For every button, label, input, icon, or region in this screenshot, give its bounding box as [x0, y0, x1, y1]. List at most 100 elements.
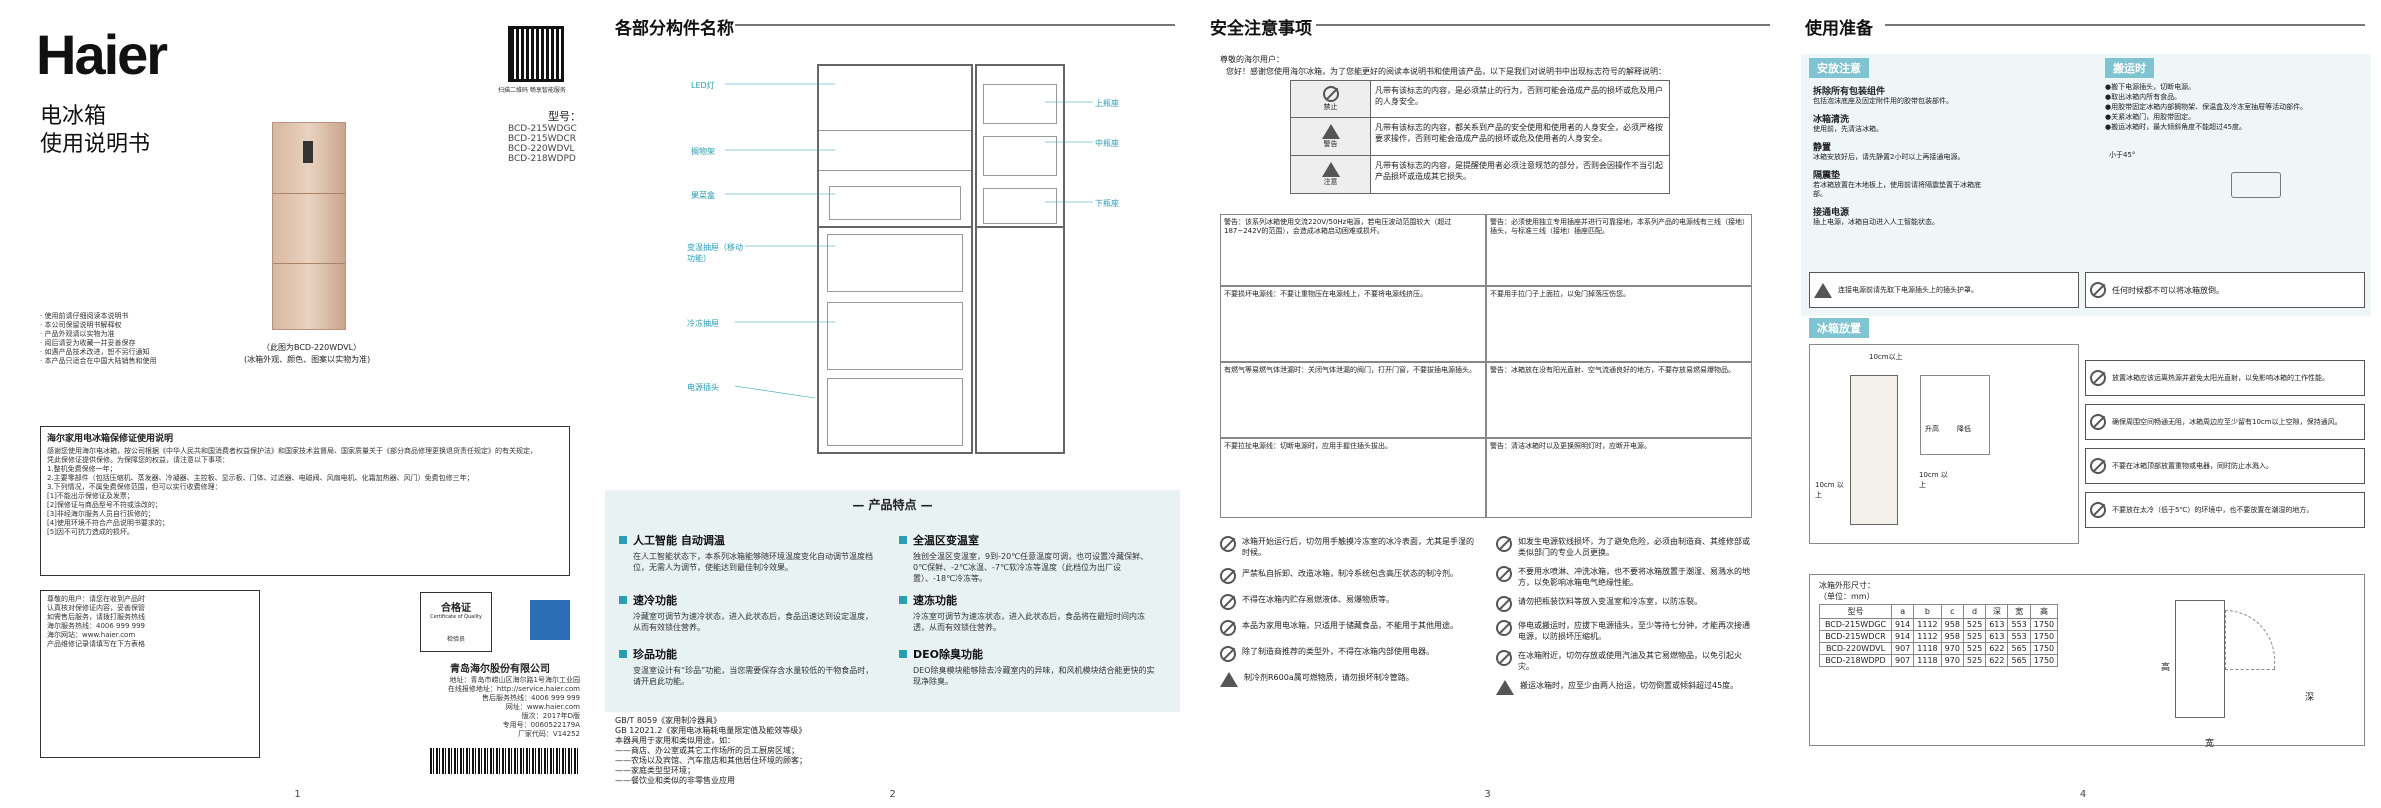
service-line: 认真核对保修证内容，妥善保管 — [47, 604, 145, 612]
place-tag: 冰箱放置 — [1809, 318, 1869, 338]
feature-body: 冷藏室可调节为速冷状态，进入此状态后，食品迅速达到设定温度，从而有效锁住营养。 — [633, 612, 873, 632]
label-top-bottle-rack: 上瓶座 — [1095, 99, 1119, 108]
warning-icon — [1220, 672, 1238, 687]
note-item: · 本产品只适合在中国大陆销售和使用 — [40, 357, 157, 365]
prohibit-icon — [1496, 650, 1512, 666]
gap-top-label: 10cm以上 — [1869, 353, 1903, 361]
symbol-text: 凡带有该标志的内容，都关系到产品的安全使用和使用者的人身安全，必须严格按要求操作… — [1375, 123, 1663, 143]
warranty-line: 凭此保修证提供保修。为保障您的权益，请注意以下事项： — [47, 456, 229, 464]
notice-box-right: 任何时候都不可以将冰箱放倒。 — [2085, 272, 2365, 308]
fridge-door-diagram — [975, 64, 1065, 454]
feature-treasure: 珍品功能 变温室设计有“珍品”功能，当您需要保存含水量较低的干物食品时，请开启此… — [619, 646, 879, 687]
usage-line: ——农场以及宾馆、汽车旅店和其他居住环境的顾客； — [615, 756, 807, 765]
prohibit-item: 严禁私自拆卸、改造冰箱，制冷系统包含高压状态的制冷剂。 — [1242, 569, 1458, 578]
place-warning-text: 不要在冰箱顶部放置重物或电器，同时防止水溅入。 — [2112, 461, 2273, 470]
warning-cell: 警告：冰箱放在没有阳光直射、空气流通良好的地方，不要存放易燃易爆物品。 — [1486, 362, 1752, 438]
install-item-body: 若冰箱放置在木地板上，使用前请将隔震垫置于冰箱底部。 — [1813, 181, 1981, 198]
doc-title-2: 使用说明书 — [40, 132, 151, 157]
company-name: 青岛海尔股份有限公司 — [450, 664, 550, 675]
note-item: · 使用前请仔细阅读本说明书 — [40, 312, 129, 320]
warranty-line: 2.主要零部件（包括压缩机、蒸发器、冷凝器、主控板、显示板、门体、过滤器、电磁阀… — [47, 474, 474, 482]
dimension-section — [1809, 574, 2365, 746]
feature-title: 速冷功能 — [619, 592, 879, 608]
install-item-title: 接通电源 — [1813, 208, 1850, 218]
feature-title: DEO除臭功能 — [899, 646, 1159, 662]
diagram-leader-lines — [725, 83, 1093, 399]
warning-cell: 有燃气等易燃气体泄漏时：关闭气体泄漏的阀门，打开门窗，不要拔插电源插头。 — [1220, 362, 1486, 438]
notice-text: 任何时候都不可以将冰箱放倒。 — [2112, 285, 2224, 295]
column-header: 宽 — [2007, 604, 2031, 619]
prohibit-item: 不要用水喷淋、冲洗冰箱，也不要将冰箱放置于潮湿、易溅水的地方，以免影响冰箱电气绝… — [1518, 567, 1750, 587]
prohibit-item: 搬运冰箱时，应至少由两人抬运，切勿倒置或倾斜超过45度。 — [1520, 681, 1739, 690]
notice-text: 连接电源前请先取下电源插头上的插头护罩。 — [1838, 285, 1978, 294]
notice-box-left: 连接电源前请先取下电源插头上的插头护罩。 — [1809, 272, 2079, 308]
symbol-name: 警告 — [1323, 140, 1338, 148]
features-heading: — 产品特点 — — [852, 498, 933, 512]
service-line: 海尔服务热线：4006 999 999 — [47, 622, 145, 630]
brand-logo: Haier — [36, 23, 168, 86]
feature-body: 在人工智能状态下，本系列冰箱能够随环境温度变化自动调节温度档位，无需人为调节，使… — [633, 552, 873, 572]
prohibit-icon — [1220, 646, 1236, 662]
place-warning: 不要在冰箱顶部放置重物或电器，同时防止水溅入。 — [2085, 448, 2365, 484]
prohibit-item: 停电或搬运时，应拔下电源插头，至少等待七分钟，才能再次接通电源，以防损坏压缩机。 — [1518, 621, 1750, 641]
prohibit-icon — [2090, 502, 2106, 518]
prohibit-item: 本品为家用电冰箱，只适用于储藏食品，不能用于其他用途。 — [1242, 621, 1458, 630]
intro: 您好！感谢您使用海尔冰箱，为了您能更好的阅读本说明书和使用该产品，以下是我们对说… — [1226, 67, 1666, 76]
note-item: · 如遇产品技术改进，恕不另行通知 — [40, 348, 150, 356]
dimension-depth-label: 深 — [2305, 693, 2315, 703]
move-item: ●用胶带固定冰箱内部搁物架、保温盒及冷冻室抽屉等活动部件。 — [2105, 103, 2308, 111]
standard-line: GB/T 8059《家用制冷器具》 — [615, 716, 722, 725]
feature-title: 珍品功能 — [619, 646, 879, 662]
qr-code — [508, 26, 564, 82]
company-line: 厂家代码：V14252 — [517, 730, 580, 738]
place-warning: 放置冰箱应该远离热源并避免太阳光直射，以免影响冰箱的工作性能。 — [2085, 360, 2365, 396]
feature-body: 冷冻室可调节为速冻状态，进入此状态后，食品将在最短时间内冻透，从而有效锁住营养。 — [913, 612, 1145, 632]
page-2: 各部分构件名称 LED灯 搁物架 果菜盒 变温抽屉（移动功能） 冷冻抽屉 电源插… — [595, 0, 1190, 808]
symbol-text: 凡带有该标志的内容，是必须禁止的行为，否则可能会造成产品的损坏或危及用户的人身安… — [1375, 86, 1663, 106]
place-warning: 确保周围空间畅通无阻，冰箱周边应至少留有10cm以上空隙，保持通风。 — [2085, 404, 2365, 440]
label-crisper: 果菜盒 — [691, 191, 715, 200]
warranty-box: 海尔家用电冰箱保修证使用说明 感谢您使用海尔电冰箱，按公司根据《中华人民共和国消… — [40, 426, 570, 576]
symbol-table: 禁止 凡带有该标志的内容，是必须禁止的行为，否则可能会造成产品的损坏或危及用户的… — [1290, 80, 1670, 194]
dimension-unit: （单位：mm） — [1819, 592, 1875, 601]
model-item: BCD-218WDPD — [508, 154, 576, 164]
certificate-title: 合格证 — [441, 603, 471, 614]
symbol-name: 禁止 — [1323, 103, 1338, 111]
prohibit-icon — [1220, 536, 1236, 552]
qr-caption: 扫描二维码 畅享智能服务 — [498, 87, 566, 94]
label-bottom-bottle-rack: 下瓶座 — [1095, 199, 1119, 208]
gap-left-label: 10cm 以上 — [1815, 481, 1844, 499]
feature-ai: 人工智能 自动调温 在人工智能状态下，本系列冰箱能够随环境温度变化自动调节温度档… — [619, 532, 879, 573]
feature-fast-freeze: 速冻功能 冷冻室可调节为速冻状态，进入此状态后，食品将在最短时间内冻透，从而有效… — [899, 592, 1159, 633]
place-warning: 不要放在太冷（低于5℃）的环境中，也不要放置在潮湿的地方。 — [2085, 492, 2365, 528]
note-item: · 阅后请妥为收藏一并妥善保存 — [40, 339, 136, 347]
feature-title: 速冻功能 — [899, 592, 1159, 608]
service-line: 如需售后服务，请拨打服务热线 — [47, 613, 145, 621]
warning-icon — [1496, 680, 1514, 695]
label-variable-drawer: 变温抽屉（移动功能） — [687, 243, 743, 263]
page-number: 4 — [2079, 789, 2087, 800]
place-warning-text: 不要放在太冷（低于5℃）的环境中，也不要放置在潮湿的地方。 — [2112, 505, 2314, 514]
page-number: 1 — [294, 789, 301, 800]
symbol-row: 警告 凡带有该标志的内容，都关系到产品的安全使用和使用者的人身安全，必须严格按要… — [1290, 118, 1670, 156]
prohibit-icon — [1220, 594, 1236, 610]
warranty-line: 1.整机免费保修一年； — [47, 465, 117, 473]
move-item: ●搬下电源插头，切断电源。 — [2105, 83, 2196, 91]
prohibit-item: 制冷剂R600a属可燃物质，请勿损坏制冷管路。 — [1244, 673, 1414, 682]
install-item-title: 冰箱清洗 — [1813, 115, 1850, 125]
install-item-body: 冰箱安放好后，请先静置2小时以上再接通电源。 — [1813, 153, 1965, 161]
image-caption-note: (冰箱外观、颜色、图案以实物为准) — [244, 355, 371, 364]
warranty-line: 3.下列情况，不属免费保修范围，但可以实行收费修理： — [47, 483, 222, 491]
page-1: Haier 电冰箱 使用说明书 扫描二维码 畅享智能服务 型号： BCD-215… — [0, 0, 595, 808]
install-item-body: 插上电源，冰箱自动进入人工智能状态。 — [1813, 218, 1939, 226]
gap-right-label: 10cm 以上 — [1919, 471, 1948, 489]
company-line: 网址：www.haier.com — [505, 703, 580, 711]
company-line: 售后服务热线：4006 999 999 — [482, 694, 580, 702]
prohibit-icon — [2090, 282, 2106, 298]
warranty-line: [2]保修证与商品型号不符或涂改的； — [47, 501, 162, 509]
warranty-line: 感谢您使用海尔电冰箱，按公司根据《中华人民共和国消费者权益保护法》和国家技术监督… — [47, 447, 537, 455]
dimension-diagram — [2155, 600, 2285, 730]
